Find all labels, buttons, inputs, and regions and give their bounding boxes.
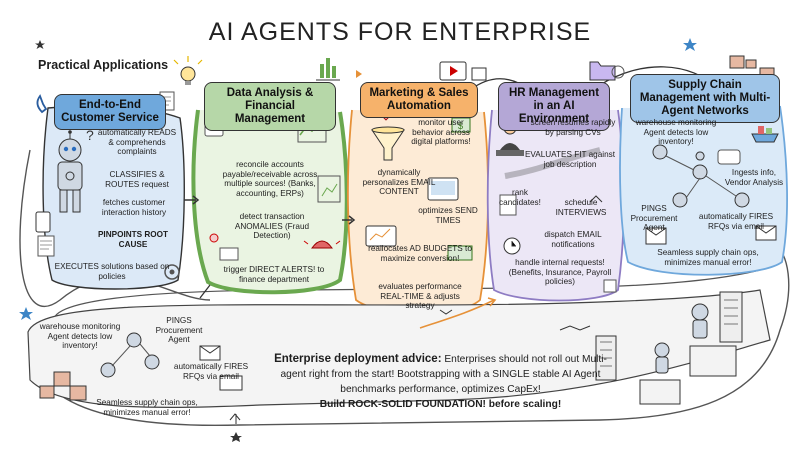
advice-final: Build ROCK-SOLID FOUNDATION! before scal… bbox=[319, 399, 562, 410]
marketing-step-personalize: dynamically personalizes EMAIL CONTENT bbox=[362, 168, 436, 196]
hr-step-interviews: schedule INTERVIEWS bbox=[555, 198, 607, 217]
customer-service-header: End-to-End Customer Service bbox=[54, 94, 166, 130]
hr-step-evaluate-fit: EVALUATES FIT against job description bbox=[524, 150, 616, 169]
marketing-header: Marketing & Sales Automation bbox=[360, 82, 478, 118]
bottom-step-pings: PINGS Procurement Agent bbox=[155, 316, 203, 344]
deployment-advice: Enterprise deployment advice: Enterprise… bbox=[268, 352, 613, 412]
folder-icon bbox=[589, 61, 616, 81]
phone-icon bbox=[36, 94, 48, 114]
funnel-icon bbox=[371, 126, 405, 161]
supply-step-rfq: automatically FIRES RFQs via email bbox=[698, 212, 774, 231]
hr-step-internal-requests: handle internal requests! (Benefits, Ins… bbox=[508, 258, 612, 286]
marketing-step-evaluate: evaluates performance REAL-TIME & adjust… bbox=[378, 282, 462, 310]
bottom-step-monitoring: warehouse monitoring Agent detects low i… bbox=[39, 322, 121, 350]
hr-step-rank: rank candidates! bbox=[499, 188, 541, 207]
robot-icon bbox=[57, 130, 83, 213]
clock-icon bbox=[503, 237, 521, 255]
supply-chain-header: Supply Chain Management with Multi-Agent… bbox=[630, 74, 780, 123]
hr-step-email: dispatch EMAIL notifications bbox=[544, 230, 602, 249]
customer-step-execute: EXECUTES solutions based on policies bbox=[54, 262, 170, 281]
page-title: AI AGENTS FOR ENTERPRISE bbox=[208, 18, 592, 46]
alarm-icon bbox=[303, 240, 341, 249]
lightbulb-icon bbox=[173, 56, 203, 85]
chart-icon bbox=[316, 58, 340, 81]
marketing-step-ad-budgets: reallocates AD BUDGETS to maximize conve… bbox=[368, 244, 472, 263]
customer-step-classify: CLASSIFIES & ROUTES request bbox=[105, 170, 169, 189]
customer-step-root-cause: PINPOINTS ROOT CAUSE bbox=[97, 230, 169, 249]
supply-step-monitoring: warehouse monitoring Agent detects low i… bbox=[635, 118, 717, 146]
marketing-step-monitor: monitor user behavior across digital pla… bbox=[411, 118, 471, 146]
finance-step-reconcile: reconcile accounts payable/receivable ac… bbox=[222, 160, 318, 198]
advice-lead: Enterprise deployment advice: bbox=[274, 353, 442, 365]
section-subtitle: Practical Applications bbox=[38, 58, 169, 72]
supply-step-seamless: Seamless supply chain ops, minimizes man… bbox=[657, 248, 759, 267]
advice-text: Enterprises should not roll out Multi-ag… bbox=[280, 354, 607, 395]
customer-step-history: fetches customer interaction history bbox=[101, 198, 167, 217]
finance-header: Data Analysis & Financial Management bbox=[204, 82, 336, 131]
supply-step-pings: PINGS Procurement Agent bbox=[630, 204, 678, 232]
supply-step-ingest: Ingests info, Vendor Analysis bbox=[724, 168, 784, 187]
bottom-step-seamless: Seamless supply chain ops, minimizes man… bbox=[96, 398, 198, 417]
bottom-step-rfq: automatically FIRES RFQs via email bbox=[173, 362, 249, 381]
finance-step-anomalies: detect transaction ANOMALIES (Fraud Dete… bbox=[234, 212, 310, 240]
customer-step-read: automatically READS & comprehends compla… bbox=[97, 128, 177, 156]
building-icon bbox=[595, 291, 743, 381]
marketing-step-send-times: optimizes SEND TIMES bbox=[418, 206, 478, 225]
hr-header: HR Management in an AI Environment bbox=[498, 82, 610, 131]
hr-step-screen: screen resumes rapidly by parsing CVs bbox=[530, 118, 616, 137]
finance-step-alerts: trigger DIRECT ALERTS! to finance depart… bbox=[223, 265, 325, 284]
ship-icon bbox=[751, 126, 779, 143]
